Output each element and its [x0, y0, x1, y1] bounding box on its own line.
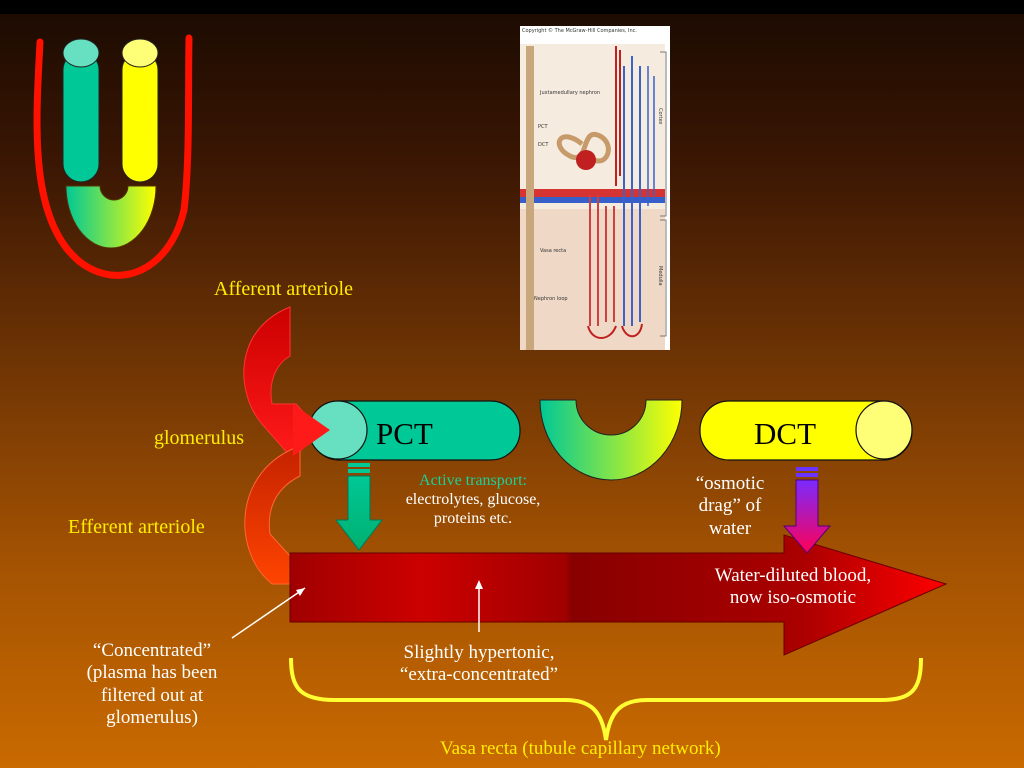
- photo-copyright: Copyright © The McGraw-Hill Companies, I…: [522, 28, 638, 34]
- concentrated-line3: filtered out at: [100, 684, 204, 706]
- photo-label-cortex: Cortex: [657, 108, 663, 125]
- pct-label: PCT: [376, 416, 433, 451]
- active-transport-label: Active transport: electrolytes, glucose,…: [383, 472, 563, 529]
- osmotic-line1: “osmotic: [695, 473, 765, 494]
- active-transport-line2: proteins etc.: [433, 509, 513, 527]
- hypertonic-label: Slightly hypertonic, “extra-concentrated…: [368, 642, 590, 687]
- concentrated-line4: glomerulus): [106, 707, 198, 729]
- loop-bend: [65, 185, 157, 249]
- active-transport-arrow: [334, 463, 384, 551]
- nephron-anatomy-illustration: Copyright © The McGraw-Hill Companies, I…: [520, 26, 670, 350]
- photo-label-vasa: Vasa recta: [540, 248, 567, 254]
- loop-of-henle: [539, 399, 683, 481]
- concentrated-line2: (plasma has been: [86, 662, 218, 684]
- photo-label-pct: PCT: [538, 124, 548, 130]
- descending-limb: [62, 51, 100, 183]
- pct-tubule: [293, 400, 521, 461]
- active-transport-line1: electrolytes, glucose,: [405, 490, 541, 508]
- osmotic-line3: water: [708, 517, 752, 539]
- concentrated-pointer: [231, 587, 306, 639]
- dct-tubule: [699, 400, 913, 461]
- osmotic-drag-arrow: [782, 467, 832, 554]
- vasa-recta-arrow: [289, 534, 948, 656]
- nephron-loop-icon: [33, 34, 193, 279]
- concentrated-line1: “Concentrated”: [92, 640, 212, 661]
- photo-label-juxta: Juxtamedullary nephron: [540, 90, 601, 96]
- glomerulus-label: glomerulus: [154, 427, 244, 449]
- concentrated-label: “Concentrated” (plasma has been filtered…: [62, 640, 242, 730]
- water-diluted-label: Water-diluted blood, now iso-osmotic: [690, 565, 896, 610]
- water-diluted-line1: Water-diluted blood,: [714, 565, 872, 586]
- vessel-loop-outline: [33, 34, 193, 279]
- active-transport-title: Active transport:: [419, 472, 527, 489]
- vasa-recta-label: Vasa recta (tubule capillary network): [440, 738, 721, 759]
- osmotic-line2: drag” of: [698, 495, 762, 517]
- hypertonic-line2: “extra-concentrated”: [399, 664, 559, 686]
- glomerulus-arrowhead: [293, 404, 330, 456]
- ascending-limb: [121, 51, 159, 183]
- efferent-arteriole-arrow: [244, 445, 301, 585]
- osmotic-drag-label: “osmotic drag” of water: [678, 473, 782, 540]
- photo-label-dct: DCT: [538, 142, 549, 148]
- dct-label: DCT: [754, 416, 816, 451]
- photo-label-medulla: Medulla: [657, 266, 663, 286]
- photo-label-loop: Nephron loop: [534, 296, 568, 302]
- efferent-arteriole-label: Efferent arteriole: [68, 516, 205, 538]
- vasa-recta-brace: [289, 657, 923, 741]
- afferent-arteriole-label: Afferent arteriole: [214, 278, 353, 300]
- water-diluted-line2: now iso-osmotic: [729, 587, 857, 609]
- hypertonic-line1: Slightly hypertonic,: [403, 642, 555, 663]
